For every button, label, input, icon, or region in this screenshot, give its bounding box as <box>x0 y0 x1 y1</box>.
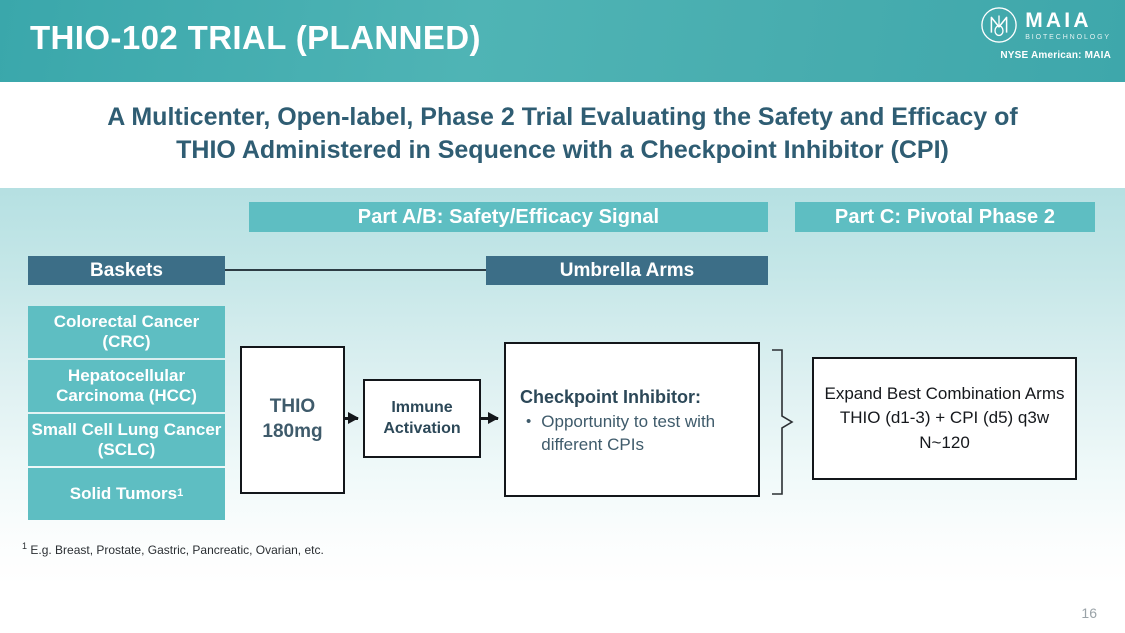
subtitle-line-1: A Multicenter, Open-label, Phase 2 Trial… <box>107 103 1018 131</box>
brand-logo: MAIA BIOTECHNOLOGY NYSE American: MAIA <box>980 6 1111 61</box>
slide-subtitle: A Multicenter, Open-label, Phase 2 Trial… <box>0 101 1125 167</box>
footnote-marker: 1 <box>22 541 28 551</box>
part-ab-banner: Part A/B: Safety/Efficacy Signal <box>249 202 768 232</box>
page-number: 16 <box>1081 605 1097 621</box>
basket-item-crc: Colorectal Cancer (CRC) <box>28 306 225 358</box>
header-connector-line <box>225 269 486 271</box>
immune-activation-box: Immune Activation <box>363 379 481 458</box>
checkpoint-inhibitor-bullet-item: • Opportunity to test with different CPI… <box>520 411 744 457</box>
expand-best-combination-box: Expand Best Combination Arms THIO (d1-3)… <box>812 357 1077 480</box>
maia-monogram-icon <box>980 6 1018 44</box>
immune-activation-label: Immune Activation <box>383 399 461 437</box>
thio-dose-box: THIO 180mg <box>240 346 345 494</box>
baskets-header: Baskets <box>28 256 225 285</box>
diagram-canvas: Part A/B: Safety/Efficacy Signal Part C:… <box>0 188 1125 585</box>
logo-row: MAIA BIOTECHNOLOGY <box>980 6 1111 44</box>
checkpoint-inhibitor-box: Checkpoint Inhibitor: • Opportunity to t… <box>504 342 760 497</box>
stock-ticker: NYSE American: MAIA <box>1000 50 1111 61</box>
arrow-immune-to-cpi-icon <box>481 412 499 423</box>
logo-wordmark: MAIA BIOTECHNOLOGY <box>1025 10 1111 41</box>
checkpoint-inhibitor-title: Checkpoint Inhibitor: <box>520 387 701 407</box>
logo-name: MAIA <box>1025 8 1092 32</box>
basket-item-hcc: Hepatocellular Carcinoma (HCC) <box>28 360 225 412</box>
slide-header: THIO-102 TRIAL (PLANNED) MAIA BIOTECHNOL… <box>0 0 1125 82</box>
checkpoint-inhibitor-bullet-text: Opportunity to test with different CPIs <box>541 412 716 454</box>
bullet-icon: • <box>526 413 532 430</box>
part-c-banner: Part C: Pivotal Phase 2 <box>795 202 1095 232</box>
footnote: 1 E.g. Breast, Prostate, Gastric, Pancre… <box>22 541 324 557</box>
basket-item-sclc: Small Cell Lung Cancer (SCLC) <box>28 414 225 466</box>
expand-best-combination-label: Expand Best Combination Arms THIO (d1-3)… <box>824 384 1065 452</box>
umbrella-arms-header: Umbrella Arms <box>486 256 768 285</box>
checkpoint-inhibitor-content: Checkpoint Inhibitor: • Opportunity to t… <box>506 344 758 457</box>
thio-dose-label: THIO 180mg <box>262 396 323 442</box>
basket-footnote-marker: 1 <box>177 487 184 500</box>
subtitle-line-2: THIO Administered in Sequence with a Che… <box>176 136 949 164</box>
grouping-bracket-icon <box>770 348 794 496</box>
basket-item-solid-tumors-label: Solid Tumors <box>69 483 178 503</box>
footnote-text: E.g. Breast, Prostate, Gastric, Pancreat… <box>27 543 324 557</box>
arrow-thio-to-immune-icon <box>345 412 359 423</box>
page-title: THIO-102 TRIAL (PLANNED) <box>30 19 481 56</box>
logo-tagline: BIOTECHNOLOGY <box>1025 33 1111 41</box>
subtitle-band: A Multicenter, Open-label, Phase 2 Trial… <box>0 82 1125 188</box>
